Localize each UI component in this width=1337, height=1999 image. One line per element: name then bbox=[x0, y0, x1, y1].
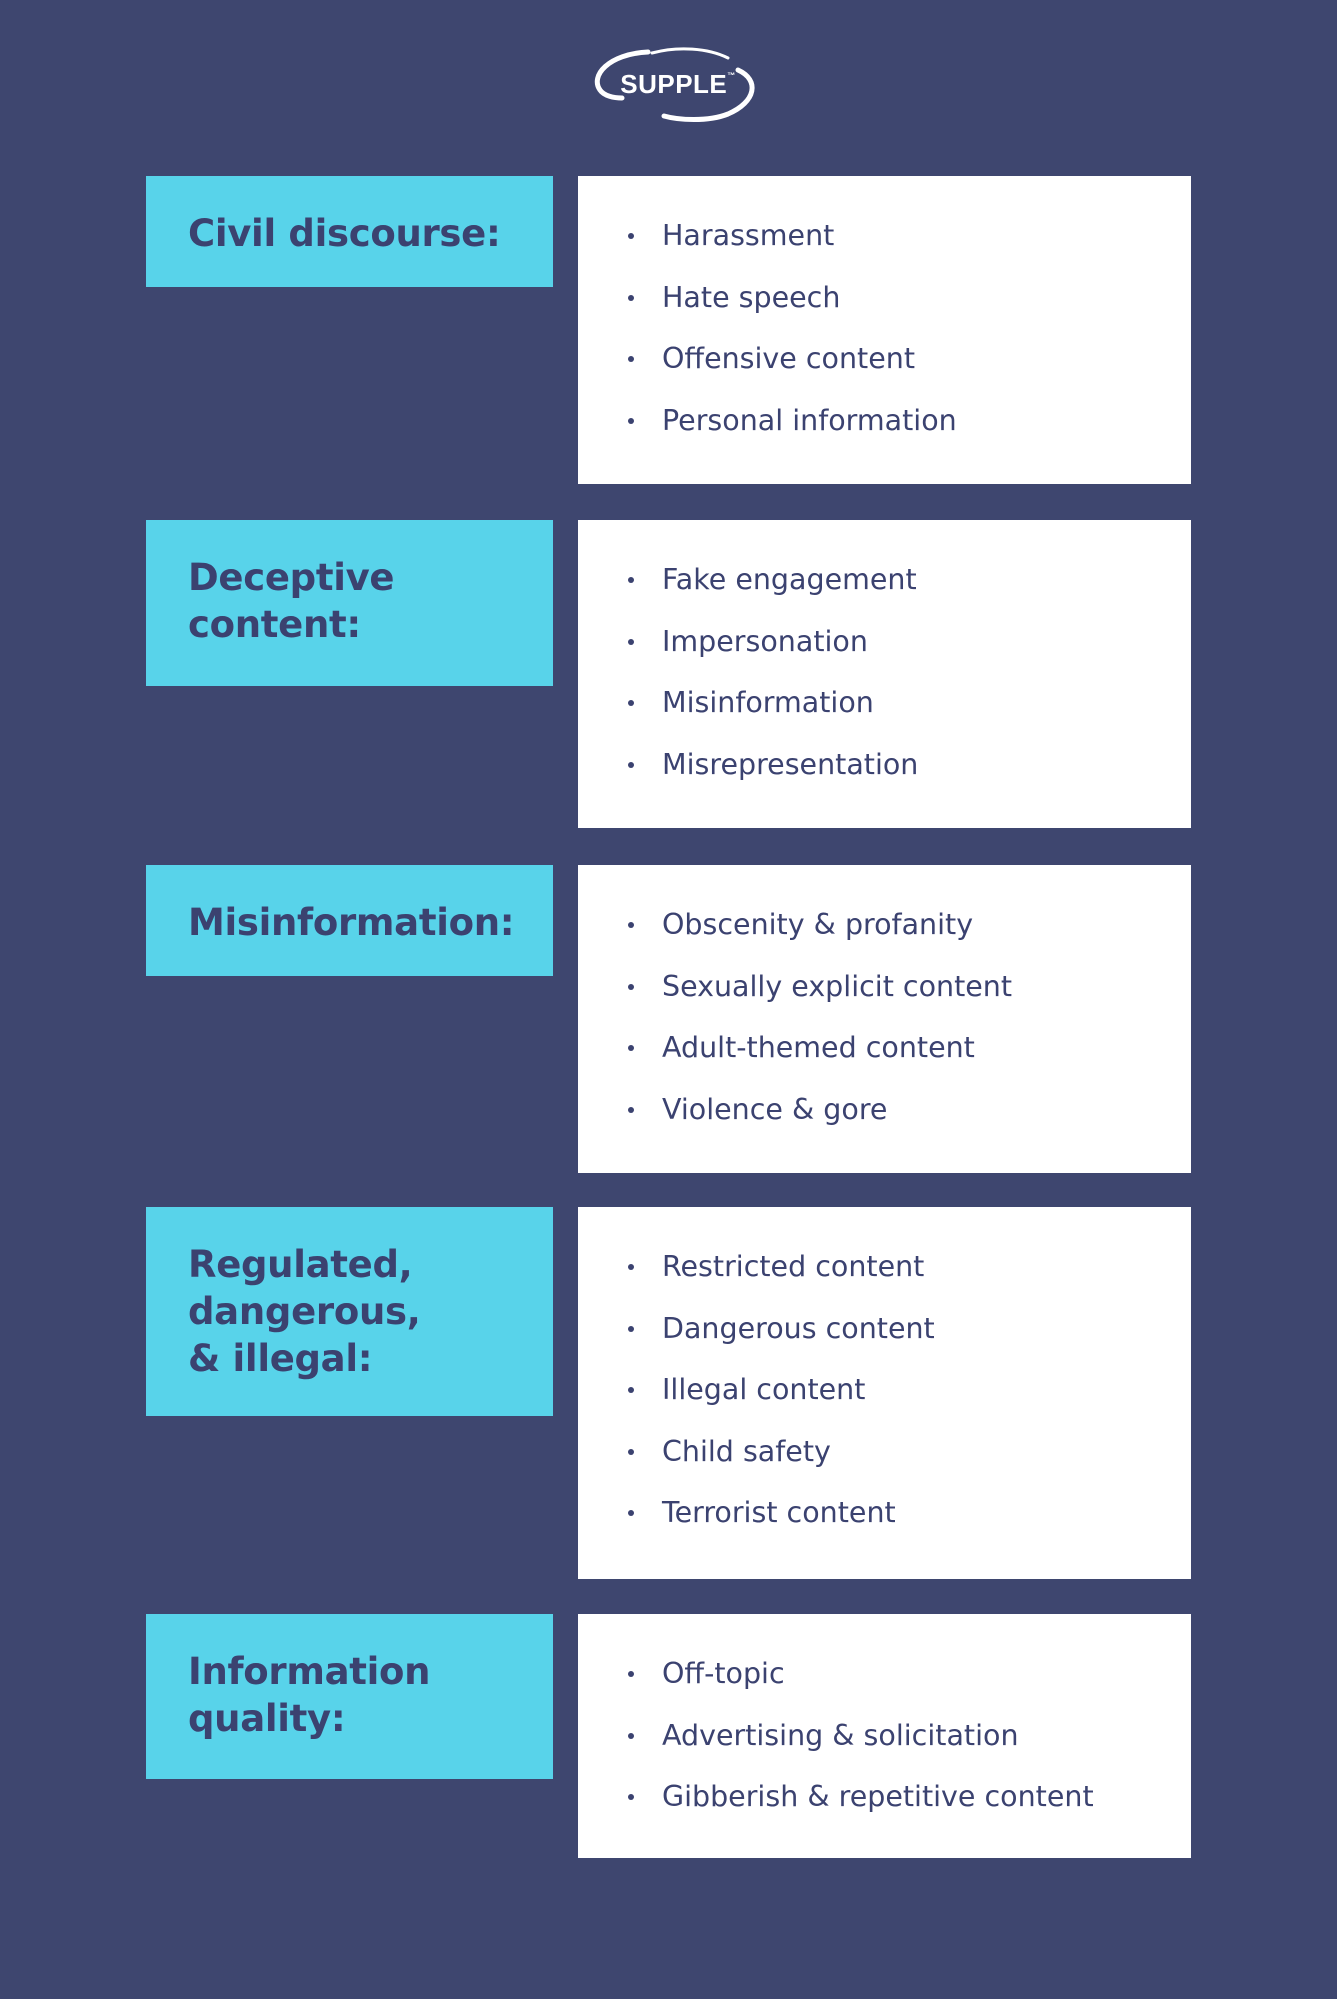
list-item: Violence & gore bbox=[578, 1090, 1191, 1152]
logo-swoosh-icon bbox=[594, 47, 755, 122]
list-item-text: Terrorist content bbox=[662, 1496, 896, 1529]
list-item: Hate speech bbox=[578, 278, 1191, 340]
category-label-box: Information quality: bbox=[146, 1614, 553, 1779]
bullet-icon bbox=[628, 233, 634, 239]
category-label-box: Deceptive content: bbox=[146, 520, 553, 686]
list-item-text: Advertising & solicitation bbox=[662, 1718, 1019, 1752]
category-list: Off-topic Advertising & solicitation Gib… bbox=[578, 1654, 1191, 1839]
list-item-text: Off-topic bbox=[662, 1657, 785, 1690]
category-label: Information quality: bbox=[188, 1650, 431, 1740]
category-label: Civil discourse: bbox=[188, 212, 501, 255]
list-item-text: Personal information bbox=[662, 403, 957, 437]
logo-text: SUPPLE bbox=[620, 69, 728, 99]
list-item-text: Fake engagement bbox=[662, 563, 917, 596]
list-item: Terrorist content bbox=[578, 1493, 1191, 1555]
category-label: Regulated, dangerous, & illegal: bbox=[188, 1243, 421, 1380]
bullet-icon bbox=[628, 1794, 634, 1800]
list-item-text: Illegal content bbox=[662, 1373, 866, 1406]
category-list-box: Fake engagement Impersonation Misinforma… bbox=[578, 520, 1191, 828]
list-item: Dangerous content bbox=[578, 1309, 1191, 1371]
list-item: Impersonation bbox=[578, 622, 1191, 684]
list-item: Restricted content bbox=[578, 1247, 1191, 1309]
category-label-box: Regulated, dangerous, & illegal: bbox=[146, 1207, 553, 1416]
category-list: Restricted content Dangerous content Ill… bbox=[578, 1247, 1191, 1555]
category-row-deceptive-content: Deceptive content: Fake engagement Imper… bbox=[146, 520, 1191, 828]
list-item: Child safety bbox=[578, 1432, 1191, 1494]
category-row-regulated: Regulated, dangerous, & illegal: Restric… bbox=[146, 1207, 1191, 1579]
bullet-icon bbox=[628, 1510, 634, 1516]
list-item: Sexually explicit content bbox=[578, 967, 1191, 1029]
category-list-box: Harassment Hate speech Offensive content… bbox=[578, 176, 1191, 484]
list-item: Personal information bbox=[578, 401, 1191, 463]
list-item: Offensive content bbox=[578, 339, 1191, 401]
logo-trademark: ™ bbox=[727, 71, 736, 80]
category-list: Fake engagement Impersonation Misinforma… bbox=[578, 560, 1191, 806]
bullet-icon bbox=[628, 1264, 634, 1270]
list-item-text: Offensive content bbox=[662, 342, 916, 375]
list-item-text: Harassment bbox=[662, 219, 835, 252]
list-item-text: Obscenity & profanity bbox=[662, 908, 974, 941]
category-row-misinformation: Misinformation: Obscenity & profanity Se… bbox=[146, 865, 1191, 1173]
bullet-icon bbox=[628, 1732, 634, 1739]
list-item-text: Violence & gore bbox=[662, 1092, 888, 1126]
bullet-icon bbox=[628, 761, 634, 768]
category-label-box: Misinformation: bbox=[146, 865, 553, 976]
list-item: Misrepresentation bbox=[578, 745, 1191, 807]
list-item-text: Dangerous content bbox=[662, 1311, 935, 1345]
list-item: Off-topic bbox=[578, 1654, 1191, 1716]
bullet-icon bbox=[628, 1106, 634, 1113]
category-label-box: Civil discourse: bbox=[146, 176, 553, 287]
category-list: Harassment Hate speech Offensive content… bbox=[578, 216, 1191, 462]
list-item: Advertising & solicitation bbox=[578, 1716, 1191, 1778]
list-item-text: Restricted content bbox=[662, 1250, 925, 1283]
list-item: Fake engagement bbox=[578, 560, 1191, 622]
category-list-box: Off-topic Advertising & solicitation Gib… bbox=[578, 1614, 1191, 1858]
bullet-icon bbox=[628, 638, 634, 645]
list-item-text: Adult-themed content bbox=[662, 1031, 975, 1064]
category-row-information-quality: Information quality: Off-topic Advertisi… bbox=[146, 1614, 1191, 1858]
list-item: Harassment bbox=[578, 216, 1191, 278]
list-item-text: Misrepresentation bbox=[662, 747, 919, 781]
category-row-civil-discourse: Civil discourse: Harassment Hate speech … bbox=[146, 176, 1191, 484]
category-label: Deceptive content: bbox=[188, 556, 395, 646]
bullet-icon bbox=[628, 1671, 634, 1677]
bullet-icon bbox=[628, 356, 634, 362]
bullet-icon bbox=[628, 294, 634, 301]
list-item: Adult-themed content bbox=[578, 1028, 1191, 1090]
bullet-icon bbox=[628, 577, 634, 583]
list-item: Misinformation bbox=[578, 683, 1191, 745]
list-item-text: Impersonation bbox=[662, 624, 868, 658]
bullet-icon bbox=[628, 1045, 634, 1051]
supple-logo: SUPPLE™ bbox=[588, 44, 768, 124]
list-item-text: Gibberish & repetitive content bbox=[662, 1780, 1094, 1813]
category-list-box: Obscenity & profanity Sexually explicit … bbox=[578, 865, 1191, 1173]
list-item-text: Sexually explicit content bbox=[662, 969, 1013, 1003]
list-item: Gibberish & repetitive content bbox=[578, 1777, 1191, 1839]
bullet-icon bbox=[628, 700, 634, 706]
list-item: Obscenity & profanity bbox=[578, 905, 1191, 967]
bullet-icon bbox=[628, 417, 634, 424]
list-item-text: Misinformation bbox=[662, 686, 874, 719]
category-label: Misinformation: bbox=[188, 901, 515, 944]
category-list: Obscenity & profanity Sexually explicit … bbox=[578, 905, 1191, 1151]
list-item-text: Child safety bbox=[662, 1434, 831, 1468]
bullet-icon bbox=[628, 1448, 634, 1455]
bullet-icon bbox=[628, 1387, 634, 1393]
bullet-icon bbox=[628, 922, 634, 928]
list-item: Illegal content bbox=[578, 1370, 1191, 1432]
logo-wordmark: SUPPLE™ bbox=[588, 69, 768, 100]
bullet-icon bbox=[628, 1325, 634, 1332]
bullet-icon bbox=[628, 983, 634, 990]
category-list-box: Restricted content Dangerous content Ill… bbox=[578, 1207, 1191, 1579]
list-item-text: Hate speech bbox=[662, 280, 841, 314]
